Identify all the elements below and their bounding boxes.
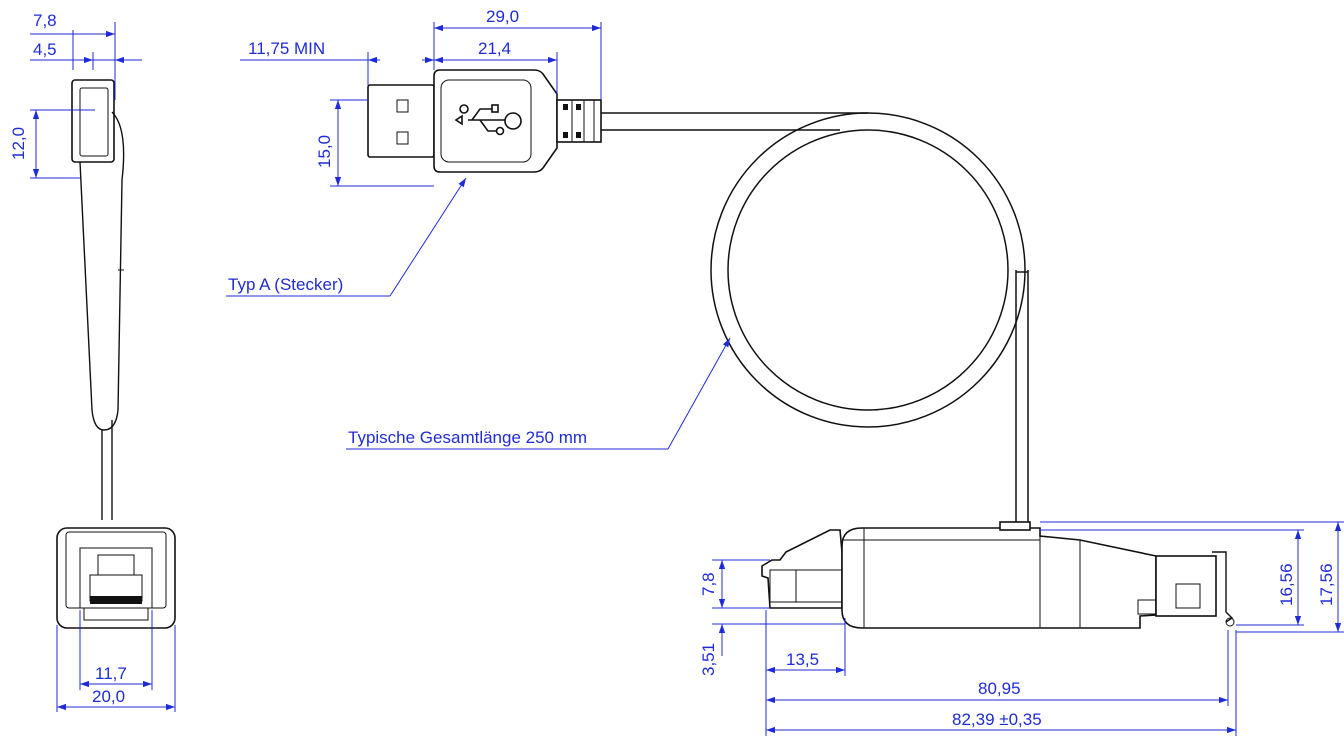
- dim-module-len-total: 82,39 ±0,35: [952, 710, 1042, 729]
- dim-module-len: 80,95: [978, 679, 1021, 698]
- dim-rj-outer: 20,0: [92, 687, 125, 706]
- dim-module-h1: 16,56: [1277, 563, 1296, 606]
- dim-side-width-inner: 4,5: [33, 40, 57, 59]
- dim-plug-body: 21,4: [478, 39, 511, 58]
- dim-module-height: 7,8: [699, 572, 718, 596]
- dim-rj-inner: 11,7: [95, 664, 127, 683]
- dim-side-width-total: 7,8: [33, 11, 57, 30]
- callout-plug-type: Typ A (Stecker): [228, 275, 343, 294]
- usb-symbol-icon: [454, 104, 522, 136]
- side-view: [56, 79, 176, 629]
- dim-module-len-small: 13,5: [786, 650, 819, 669]
- dim-plug-height: 15,0: [315, 135, 334, 168]
- dimension-lines: [30, 22, 1344, 736]
- dim-module-offset: 3,51: [699, 643, 718, 676]
- dim-plug-total: 29,0: [486, 7, 519, 26]
- dimension-labels: 7,8 4,5 12,0 11,75 MIN 29,0 21,4 15,0 11…: [9, 7, 1336, 729]
- usb-plug: [367, 69, 602, 173]
- cable: [601, 112, 1029, 528]
- adapter-module: [761, 521, 1235, 629]
- dim-module-h2: 17,56: [1317, 563, 1336, 606]
- dim-plug-min: 11,75 MIN: [248, 39, 325, 58]
- callout-cable-length: Typische Gesamtlänge 250 mm: [348, 428, 587, 447]
- dim-side-height: 12,0: [9, 127, 28, 160]
